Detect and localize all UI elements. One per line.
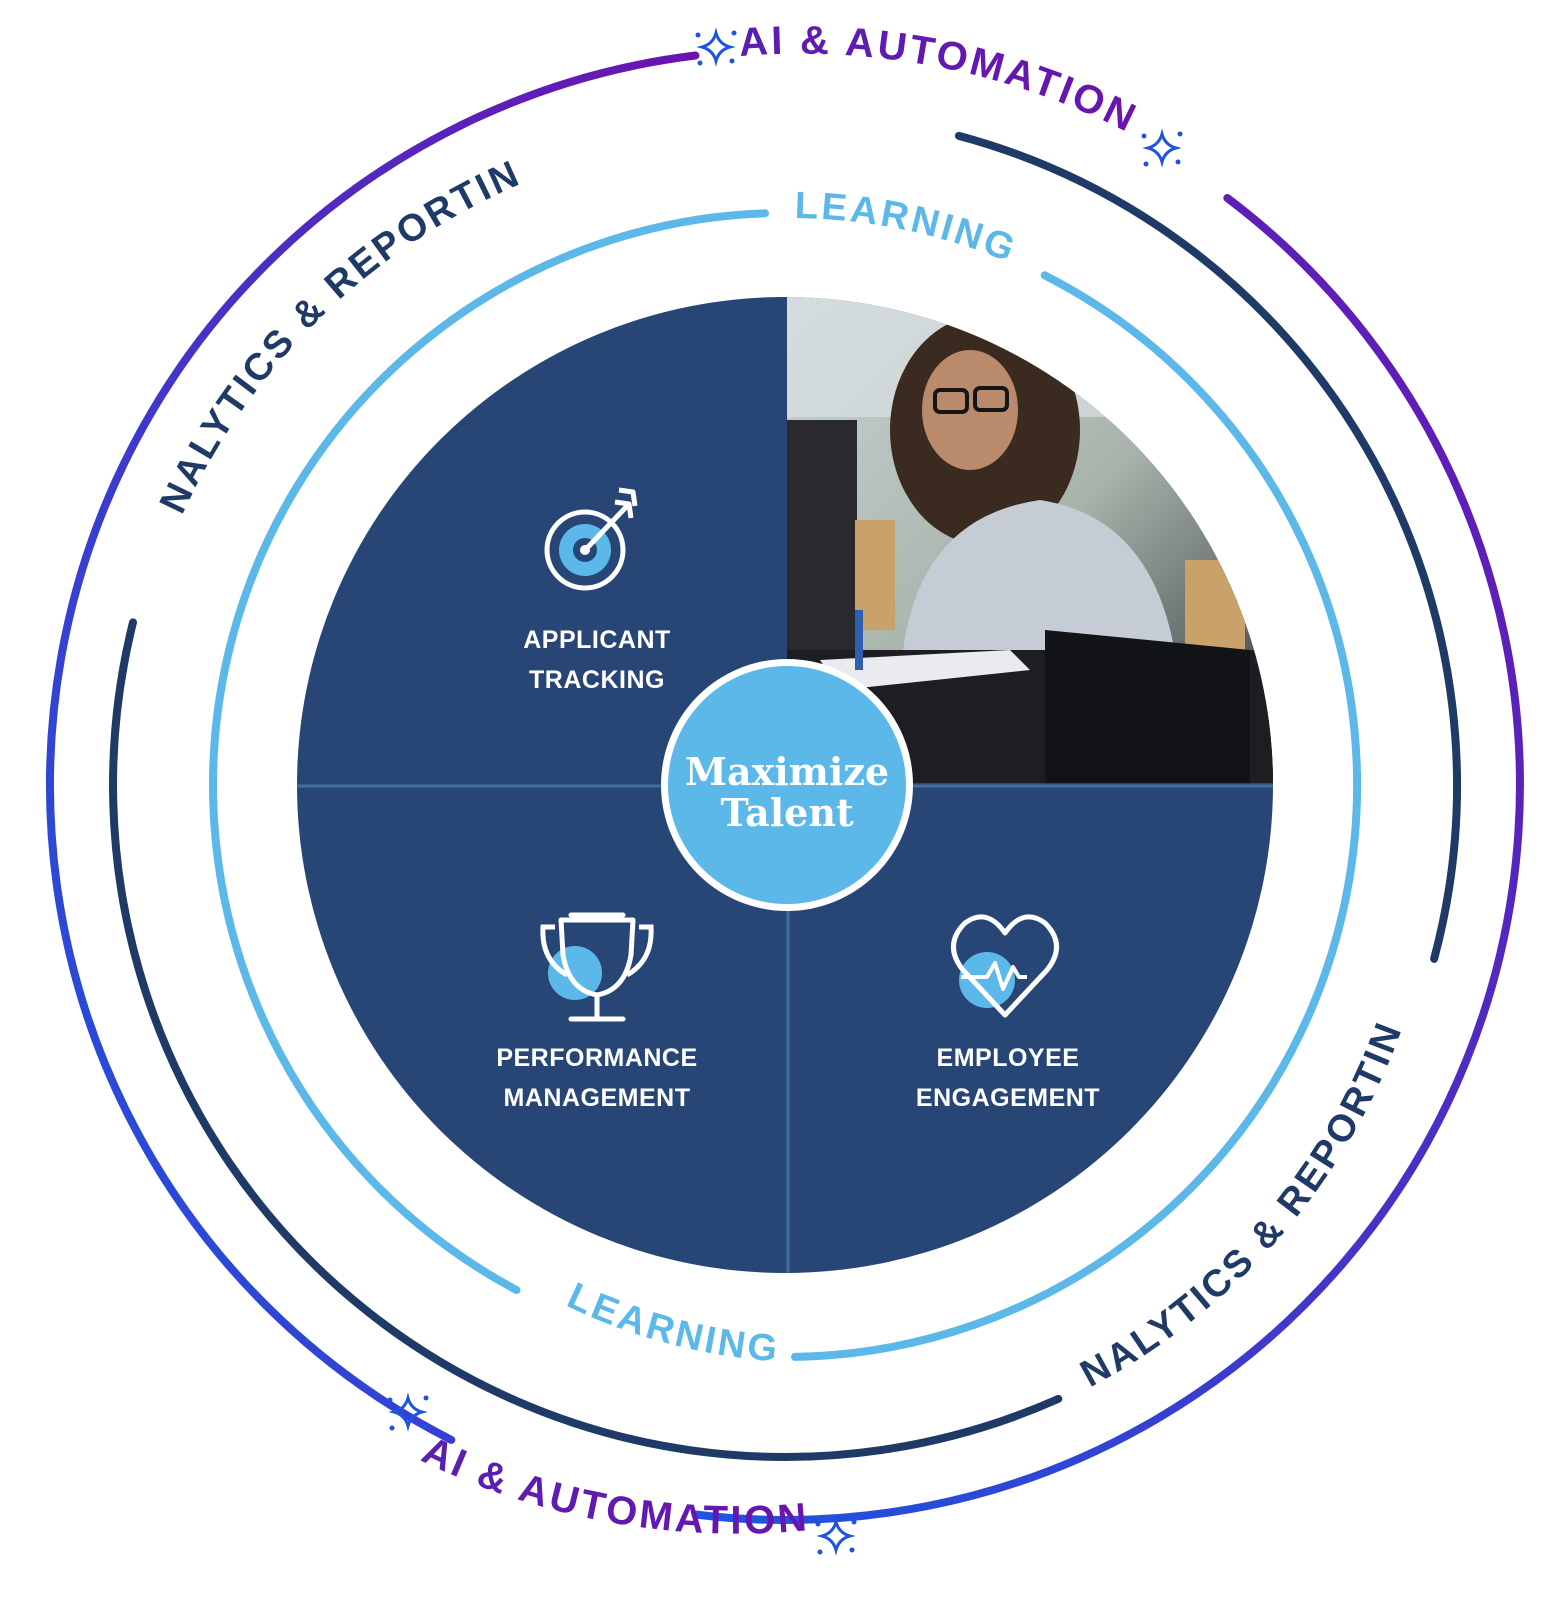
center-badge-fill xyxy=(668,666,906,904)
ai-automation-label-bottom: AI & AUTOMATION xyxy=(416,1428,811,1543)
heart-pulse-icon xyxy=(951,914,1059,1018)
photo-glasses-right xyxy=(973,386,1009,412)
ai-ring-arc-left xyxy=(46,51,700,1444)
photo-glasses-left xyxy=(933,388,969,414)
center-badge: Maximize Talent xyxy=(661,659,913,911)
sparkle-icon xyxy=(387,1392,429,1432)
learning-ring-arc-left xyxy=(209,209,769,1294)
applicant-tracking-line2: TRACKING xyxy=(529,666,665,694)
quadrant-employee-engagement: EMPLOYEE ENGAGEMENT xyxy=(916,914,1100,1112)
ai-automation-label-top: AI & AUTOMATION xyxy=(738,19,1145,142)
employee-engagement-line1: EMPLOYEE xyxy=(937,1044,1080,1072)
photo-notebook xyxy=(820,650,1030,690)
trophy-icon xyxy=(540,912,654,1022)
learning-label-top: LEARNING xyxy=(794,185,1023,272)
sparkle-icon xyxy=(1141,128,1183,168)
learning-ring-arc-right xyxy=(791,271,1362,1361)
analytics-ring-arc-right xyxy=(954,131,1461,963)
sparkle-icon xyxy=(695,27,737,67)
quadrant-applicant-tracking: APPLICANT TRACKING xyxy=(523,487,671,694)
ai-ring-arc-right xyxy=(691,194,1524,1524)
photo-face xyxy=(922,350,1018,470)
learning-label-bottom: LEARNING xyxy=(561,1275,782,1370)
photo-pen xyxy=(855,610,863,670)
applicant-tracking-line1: APPLICANT xyxy=(523,626,671,654)
center-title-line1: Maximize xyxy=(685,749,889,794)
photo-laptop xyxy=(1045,630,1250,783)
photo-person-left xyxy=(787,420,857,660)
quadrant-performance-management: PERFORMANCE MANAGEMENT xyxy=(496,912,697,1112)
performance-management-line2: MANAGEMENT xyxy=(504,1084,691,1112)
performance-management-line1: PERFORMANCE xyxy=(496,1044,697,1072)
target-icon xyxy=(544,487,638,591)
analytics-ring-arc-left xyxy=(109,618,1063,1461)
employee-engagement-line2: ENGAGEMENT xyxy=(916,1084,1100,1112)
sparkle-icons xyxy=(387,27,1183,1556)
center-title-line2: Talent xyxy=(720,790,854,835)
sparkle-icon xyxy=(815,1516,857,1556)
